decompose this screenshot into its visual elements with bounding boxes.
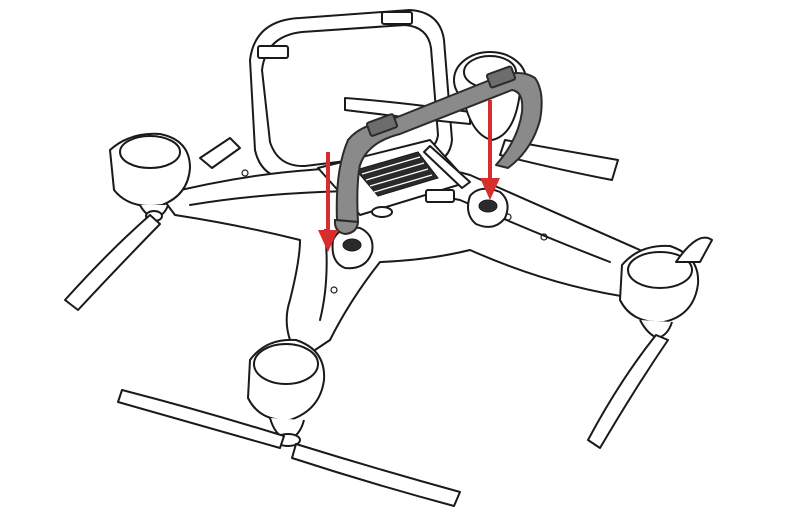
propeller-left xyxy=(64,214,161,311)
insert-arrow-left xyxy=(318,152,338,252)
carry-handle xyxy=(333,65,543,236)
propeller-front xyxy=(117,389,461,507)
propeller-right xyxy=(587,236,713,449)
mounting-socket-left xyxy=(331,226,374,270)
propeller-rear-left xyxy=(199,137,241,169)
motor-right xyxy=(619,244,700,339)
insert-arrow-right xyxy=(480,100,500,200)
